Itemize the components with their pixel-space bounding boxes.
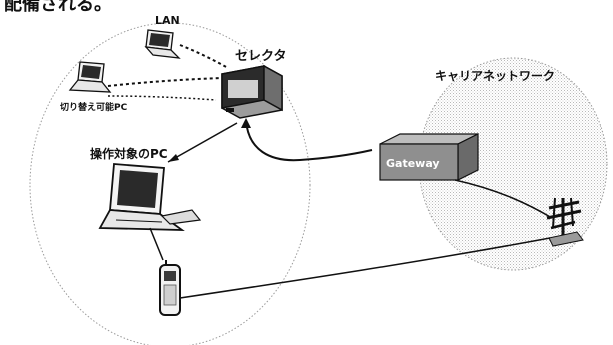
selector-to-pc-arrow bbox=[168, 123, 237, 162]
selector-label: セレクタ bbox=[235, 49, 286, 64]
header-text: 配備される。 bbox=[4, 0, 112, 15]
target-pc-label: 操作対象のPC bbox=[90, 146, 168, 161]
laptop-icon bbox=[70, 62, 110, 92]
lan-link-dashed bbox=[180, 45, 228, 68]
carrier-network-label: キャリアネットワーク bbox=[435, 69, 555, 83]
selector-device-icon bbox=[222, 66, 282, 118]
switch-link-crossed bbox=[108, 96, 216, 100]
laptop-icon bbox=[100, 164, 200, 230]
selector-link-arrowhead bbox=[241, 118, 251, 128]
gateway-label: Gateway bbox=[386, 157, 440, 170]
lan-label: LAN bbox=[155, 14, 180, 27]
laptop-icon bbox=[146, 30, 179, 58]
mobile-phone-icon bbox=[160, 260, 180, 315]
switch-link-dashed bbox=[108, 78, 222, 86]
laptop-phone-link bbox=[150, 228, 163, 260]
selector-to-pc-arrowhead bbox=[168, 154, 179, 162]
selector-gateway-link bbox=[246, 120, 372, 160]
switchable-pc-label: 切り替え可能PC bbox=[60, 101, 128, 113]
